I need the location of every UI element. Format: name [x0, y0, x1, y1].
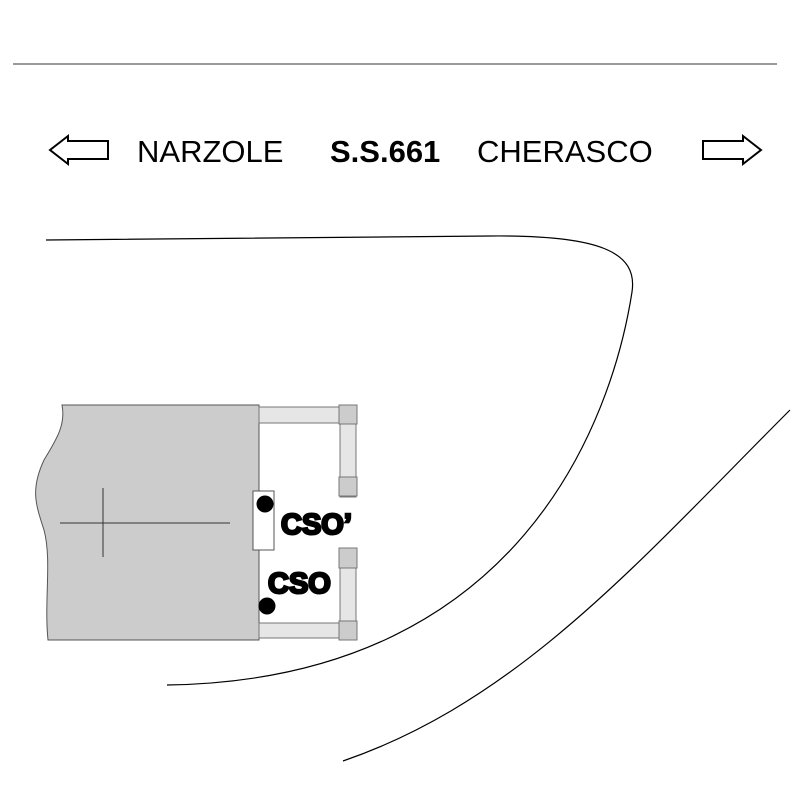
arrow-right-outline-icon: [702, 133, 763, 167]
arrow-left-outline-icon: [48, 133, 109, 167]
cso-label: CSO: [268, 568, 331, 600]
road-edge-inner: [45, 235, 634, 686]
wall-bottom: [258, 622, 341, 639]
pillar: [338, 547, 358, 569]
destination-left-label: NARZOLE: [137, 134, 283, 169]
pillar: [338, 404, 358, 425]
cso-point-marker: [258, 597, 276, 615]
road-name-label: S.S.661: [330, 134, 440, 169]
road-edge-outer: [342, 409, 791, 762]
pillar: [338, 476, 358, 497]
cso-prime-label: CSO’: [281, 509, 352, 541]
pillar: [338, 620, 358, 641]
cso-prime-point-marker: [256, 495, 274, 513]
destination-right-label: CHERASCO: [477, 134, 653, 169]
wall-top: [258, 406, 341, 424]
